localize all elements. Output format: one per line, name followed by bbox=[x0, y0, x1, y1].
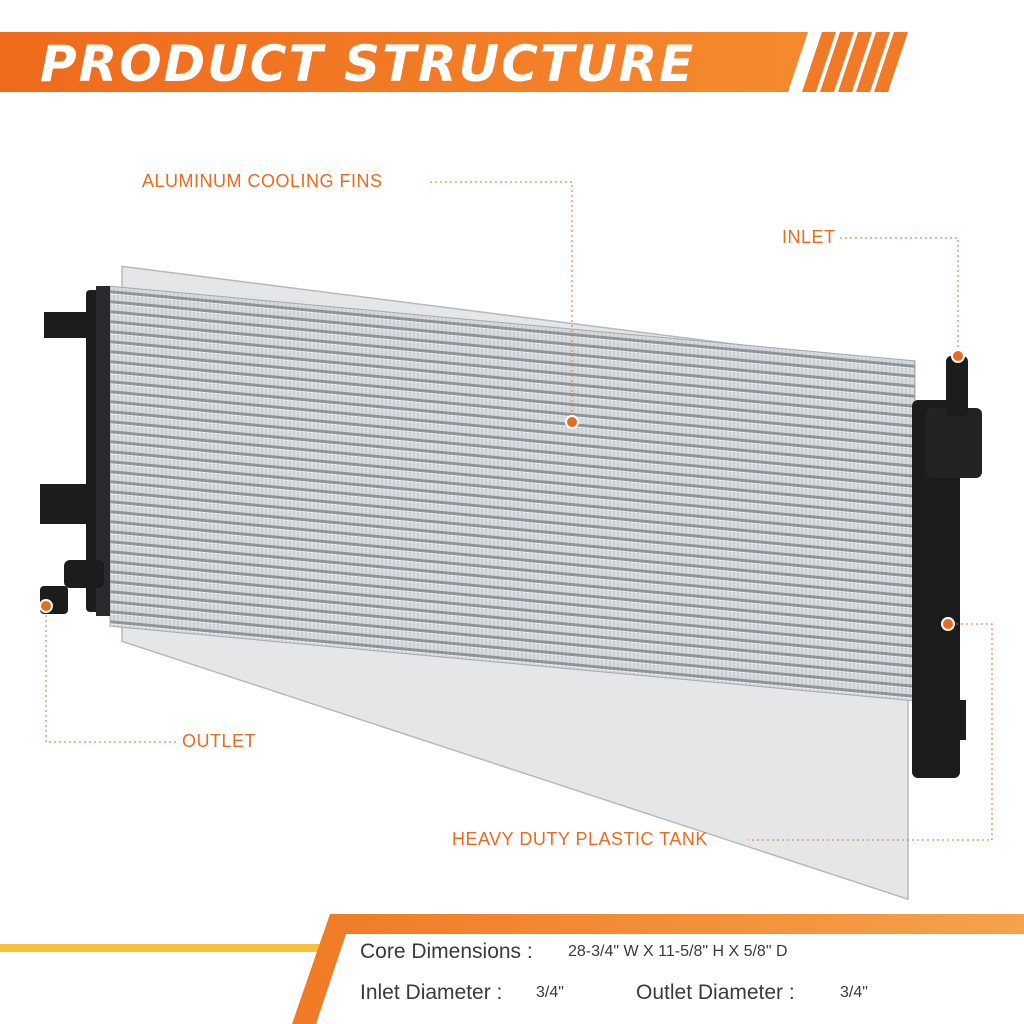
label-outlet: OUTLET bbox=[182, 731, 257, 751]
inlet-diameter-value: 3/4" bbox=[536, 984, 564, 1001]
label-heavy-duty-plastic-tank: HEAVY DUTY PLASTIC TANK bbox=[452, 829, 708, 849]
footer-band bbox=[0, 914, 1024, 1024]
callout-lines bbox=[45, 181, 993, 841]
label-aluminum-cooling-fins: ALUMINUM COOLING FINS bbox=[142, 171, 383, 191]
callout-dots bbox=[39, 349, 965, 631]
outlet-diameter-label: Outlet Diameter : bbox=[636, 981, 795, 1004]
right-tank bbox=[912, 356, 982, 778]
core-dimensions-value: 28-3/4" W X 11-5/8" H X 5/8" D bbox=[568, 943, 788, 960]
core-dimensions-label: Core Dimensions : bbox=[360, 940, 533, 963]
label-inlet: INLET bbox=[782, 227, 836, 247]
outlet-diameter-value: 3/4" bbox=[840, 984, 868, 1001]
radiator bbox=[109, 265, 916, 901]
page-title: PRODUCT STRUCTURE bbox=[40, 35, 696, 93]
left-tank bbox=[40, 286, 110, 616]
inlet-diameter-label: Inlet Diameter : bbox=[360, 981, 503, 1004]
header-banner bbox=[0, 32, 908, 92]
